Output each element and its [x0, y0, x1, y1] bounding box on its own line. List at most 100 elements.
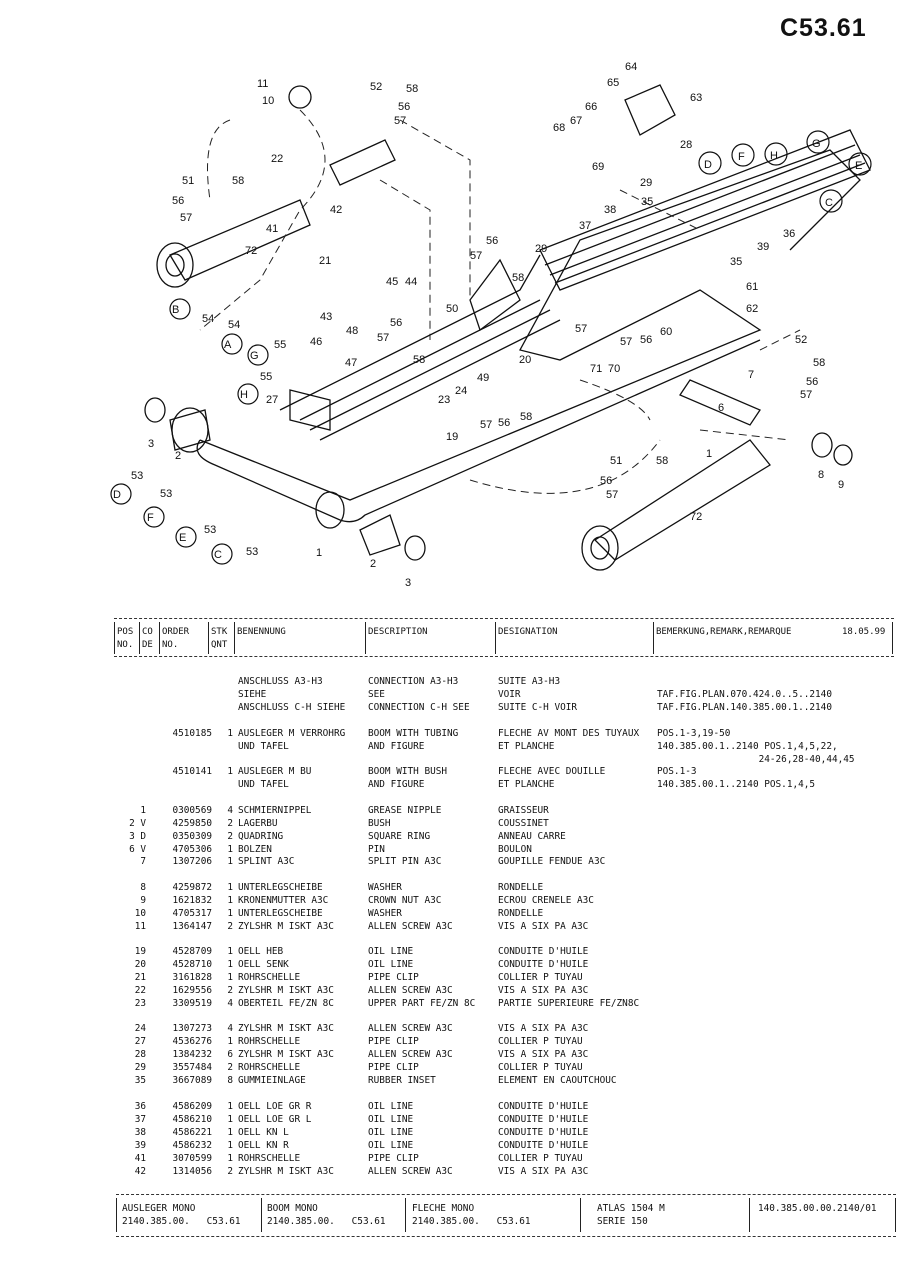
- svg-text:24: 24: [455, 385, 467, 397]
- page-code: C53.61: [780, 14, 867, 42]
- table-cell-qty: 1: [227, 844, 233, 855]
- svg-text:46: 46: [310, 336, 322, 348]
- svg-text:52: 52: [370, 81, 382, 93]
- table-cell-ben: ZYLSHR M ISKT A3C: [238, 1166, 334, 1177]
- table-cell-desc: BOOM WITH BUSH: [368, 766, 448, 777]
- table-cell-ben: SPLINT A3C: [238, 856, 295, 867]
- svg-text:23: 23: [438, 394, 450, 406]
- svg-text:58: 58: [232, 175, 244, 187]
- svg-text:35: 35: [730, 256, 742, 268]
- svg-text:53: 53: [204, 524, 216, 536]
- table-cell-desc: ALLEN SCREW A3C: [368, 1049, 453, 1060]
- table-cell-desg: VOIR: [498, 689, 521, 700]
- table-cell-rem: 140.385.00.1..2140 POS.1,4,5: [657, 779, 816, 790]
- table-cell-rem: TAF.FIG.PLAN.140.385.00.1..2140: [657, 702, 832, 713]
- table-cell-qty: 1: [227, 1153, 233, 1164]
- svg-text:42: 42: [330, 204, 342, 216]
- table-cell-desg: CONDUITE D'HUILE: [498, 1114, 589, 1125]
- table-cell-qty: 1: [227, 1140, 233, 1151]
- table-cell-order: 1314056: [172, 1166, 212, 1177]
- table-cell-pos: 24: [134, 1023, 146, 1034]
- hdr-description: DESCRIPTION: [368, 627, 428, 637]
- table-cell-qty: 2: [227, 1166, 233, 1177]
- table-cell-desc: UPPER PART FE/ZN 8C: [368, 998, 476, 1009]
- table-cell-pos: 21: [134, 972, 146, 983]
- svg-text:56: 56: [486, 235, 498, 247]
- hdr-benennung: BENENNUNG: [237, 627, 286, 637]
- table-cell-pos: [116, 779, 146, 791]
- table-cell-desg: COLLIER P TUYAU: [498, 1153, 583, 1164]
- table-cell-desc: PIPE CLIP: [368, 1036, 419, 1047]
- svg-text:36: 36: [783, 228, 795, 240]
- table-cell-qty: 6: [227, 1049, 233, 1060]
- svg-text:19: 19: [446, 431, 458, 443]
- svg-text:1: 1: [316, 547, 322, 559]
- table-cell-order: 4705306: [172, 844, 212, 855]
- table-cell-ben: AUSLEGER M BU: [238, 766, 312, 777]
- svg-text:48: 48: [346, 325, 358, 337]
- table-cell-ben: ROHRSCHELLE: [238, 1153, 301, 1164]
- table-cell-pos: [116, 728, 146, 740]
- table-cell-pos: 1: [140, 805, 146, 816]
- svg-text:F: F: [738, 151, 745, 163]
- table-cell-pos: 29: [134, 1062, 146, 1073]
- table-cell-qty: 2: [227, 818, 233, 829]
- svg-text:60: 60: [660, 326, 672, 338]
- svg-text:56: 56: [398, 101, 410, 113]
- table-cell-desg: VIS A SIX PA A3C: [498, 985, 589, 996]
- table-cell-ben: ZYLSHR M ISKT A3C: [238, 985, 334, 996]
- svg-text:61: 61: [746, 281, 758, 293]
- table-cell-desc: CROWN NUT A3C: [368, 895, 442, 906]
- table-cell-desg: VIS A SIX PA A3C: [498, 1049, 589, 1060]
- table-cell-desc: ALLEN SCREW A3C: [368, 985, 453, 996]
- svg-text:54: 54: [202, 313, 214, 325]
- table-cell-ben: LAGERBU: [238, 818, 278, 829]
- svg-text:A: A: [224, 339, 232, 351]
- table-cell-rem: POS.1-3,19-50: [657, 728, 731, 739]
- svg-text:45: 45: [386, 276, 398, 288]
- table-cell-qty: 1: [227, 882, 233, 893]
- table-cell-ben: ZYLSHR M ISKT A3C: [238, 921, 334, 932]
- table-cell-pos: 37: [134, 1114, 146, 1125]
- svg-text:72: 72: [245, 245, 257, 257]
- table-cell-desg: ET PLANCHE: [498, 741, 555, 752]
- table-cell-desg: ELEMENT EN CAOUTCHOUC: [498, 1075, 617, 1086]
- table-cell-desc: OIL LINE: [368, 946, 414, 957]
- svg-text:58: 58: [656, 455, 668, 467]
- svg-text:57: 57: [575, 323, 587, 335]
- svg-text:57: 57: [800, 389, 812, 401]
- table-cell-desg: ET PLANCHE: [498, 779, 555, 790]
- table-cell-desg: COUSSINET: [498, 818, 549, 829]
- svg-text:43: 43: [320, 311, 332, 323]
- svg-text:57: 57: [606, 489, 618, 501]
- table-cell-qty: 8: [227, 1075, 233, 1086]
- table-cell-qty: 2: [227, 831, 233, 842]
- svg-text:58: 58: [512, 272, 524, 284]
- table-cell-order: 4528710: [172, 959, 212, 970]
- table-cell-ben: UNTERLEGSCHEIBE: [238, 882, 323, 893]
- svg-text:3: 3: [148, 438, 154, 450]
- svg-text:7: 7: [748, 369, 754, 381]
- table-cell-pos: [116, 754, 146, 766]
- table-cell-pos: 20: [134, 959, 146, 970]
- table-cell-pos: 42: [134, 1166, 146, 1177]
- table-cell-order: 4528709: [172, 946, 212, 957]
- table-cell-pos: 3 D: [129, 831, 146, 842]
- table-cell-desg: RONDELLE: [498, 908, 544, 919]
- svg-text:58: 58: [813, 357, 825, 369]
- table-cell-qty: 1: [227, 1114, 233, 1125]
- svg-text:C: C: [214, 549, 222, 561]
- table-cell-desg: CONDUITE D'HUILE: [498, 946, 589, 957]
- table-cell-order: 4259850: [172, 818, 212, 829]
- svg-text:51: 51: [610, 455, 622, 467]
- table-cell-pos: 27: [134, 1036, 146, 1047]
- svg-text:47: 47: [345, 357, 357, 369]
- table-cell-ben: OELL KN R: [238, 1140, 289, 1151]
- table-cell-desc: WASHER: [368, 882, 402, 893]
- table-cell-order: 1621832: [172, 895, 212, 906]
- table-cell-order: [150, 741, 212, 753]
- svg-text:53: 53: [246, 546, 258, 558]
- table-cell-pos: 41: [134, 1153, 146, 1164]
